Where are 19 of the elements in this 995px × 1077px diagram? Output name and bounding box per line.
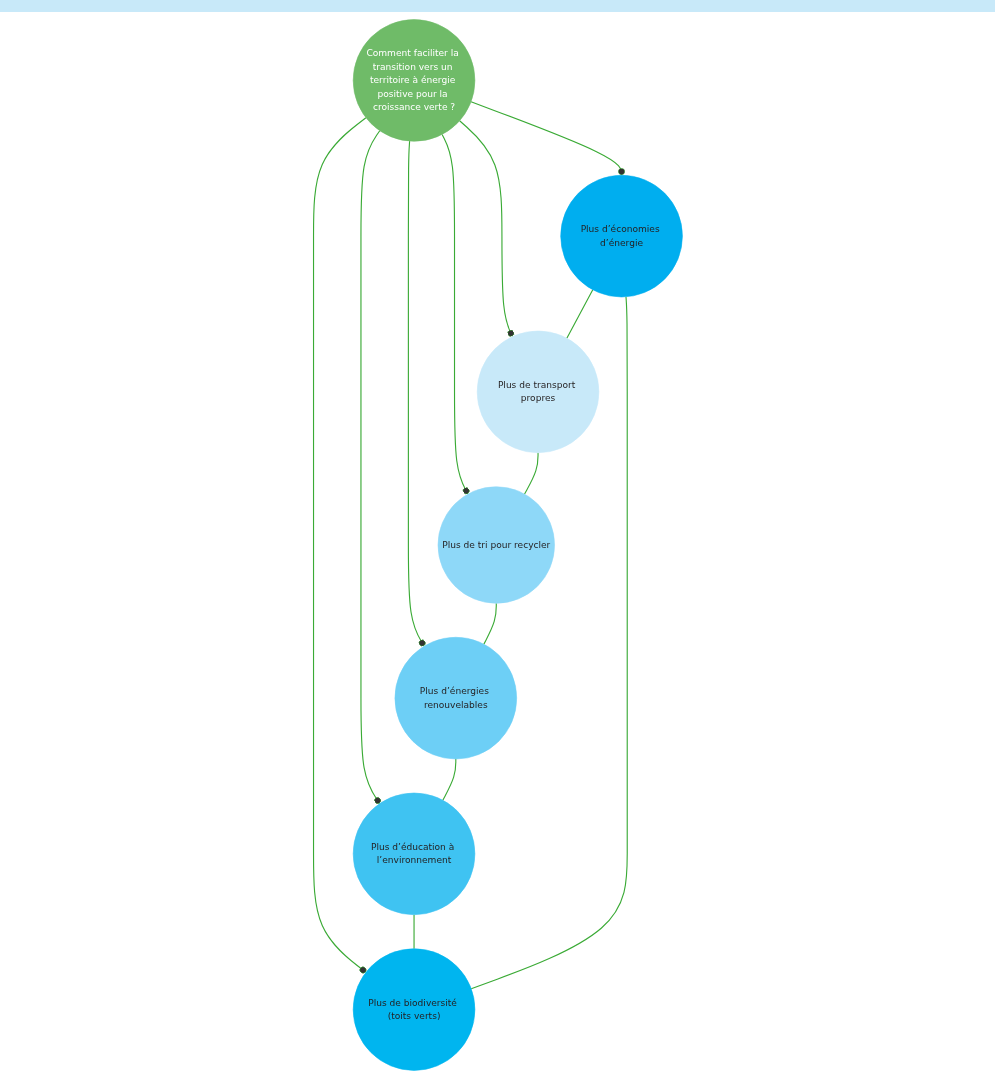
node-circle: Plus d’énergies renouvelables [394,636,517,759]
connector [359,129,381,804]
connector [441,133,470,495]
node-circle: Comment faciliter la transition vers un territoire à énergie positive pour la croissance verte ? [352,18,475,142]
connector [413,913,415,949]
connector [312,116,366,973]
connector [458,119,514,337]
connector [565,288,593,339]
connector [470,100,625,176]
node-circle: Plus d’économies d’énergie [559,174,683,297]
node-circle: Plus de biodiversité (toits verts) [352,947,475,1071]
node-circle: Plus de tri pour recycler [437,485,555,604]
connector [470,295,628,989]
connector [523,451,539,495]
connector [441,757,456,801]
node-circle: Plus de transport propres [476,330,599,453]
node-circle: Plus d’éducation à l’environnement [352,792,475,915]
connector [482,602,497,645]
connector [407,140,426,647]
